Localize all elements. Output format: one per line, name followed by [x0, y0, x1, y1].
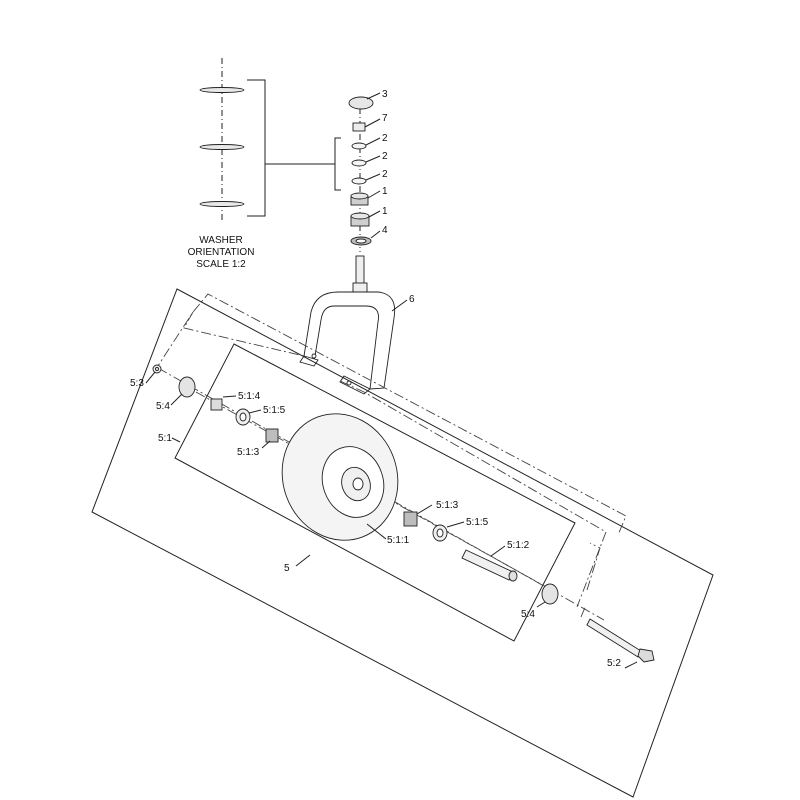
callout-5-1-5-right: 5:1:5	[466, 517, 489, 528]
seal-right-hole	[436, 528, 444, 538]
callout-5-2: 5:2	[607, 658, 621, 669]
callout-6: 6	[409, 294, 415, 305]
callout-5-1-5-left: 5:1:5	[263, 405, 286, 416]
washer-orientation-detail: WASHER ORIENTATION SCALE 1:2	[188, 58, 341, 270]
roller-bearing-part-left	[265, 428, 279, 443]
washer-bracket	[247, 79, 266, 217]
axle-bolt-head	[637, 648, 655, 663]
lock-nut-hole	[155, 367, 159, 371]
roller-bearing-part-right	[403, 511, 418, 527]
washer-disc-bottom	[199, 201, 245, 207]
callout-4: 4	[382, 225, 388, 236]
callout-3: 3	[382, 89, 388, 100]
washer-note-line1: WASHER	[199, 235, 243, 246]
bearing-lower-top	[350, 212, 370, 220]
wheel-subassembly-boundary	[174, 343, 576, 642]
callout-2a: 2	[382, 133, 388, 144]
callout-5-1-1: 5:1:1	[387, 535, 410, 546]
right-side-parts	[403, 511, 655, 663]
callout-5-1-3-left: 5:1:3	[237, 447, 260, 458]
nut-part	[352, 122, 366, 132]
washer-disc-top	[199, 87, 245, 93]
washer-part-2	[351, 159, 367, 167]
callout-2b: 2	[382, 151, 388, 162]
wheel-assembly-boundary	[91, 288, 714, 798]
leader-lines	[145, 92, 638, 669]
seal-left-hole	[239, 412, 247, 422]
fork-stem	[355, 255, 365, 287]
washer-disc-middle	[199, 144, 245, 150]
callout-1a: 1	[382, 186, 388, 197]
bushing-part	[210, 398, 223, 411]
callout-5: 5	[284, 563, 290, 574]
wheel-tire	[281, 413, 399, 541]
washer-note-line3: SCALE 1:2	[196, 259, 246, 270]
washer-leader-bracket	[265, 137, 341, 191]
callout-5-3: 5:3	[130, 378, 144, 389]
fork-body	[303, 291, 396, 390]
caster-fork	[299, 255, 396, 395]
fork-axle-hole-left	[311, 353, 317, 359]
callout-7: 7	[382, 113, 388, 124]
spacer-tube-part	[461, 549, 514, 581]
callout-labels: 3 7 2 2 2 1 1 4 6 5 5:3 5:4 5:1 5:1:4 5:…	[130, 89, 621, 669]
callout-2c: 2	[382, 169, 388, 180]
hub-bore	[352, 477, 364, 491]
washer-note-line2: ORIENTATION	[188, 247, 255, 258]
washer-part-1	[351, 142, 367, 150]
washer-part-3	[351, 177, 367, 185]
callout-5-4-right: 5:4	[521, 609, 535, 620]
callout-5-1-3-right: 5:1:3	[436, 500, 459, 511]
spacer-tube-end	[508, 570, 518, 582]
fork-leg-left	[299, 355, 319, 367]
callout-5-4-left: 5:4	[156, 401, 170, 412]
callout-1b: 1	[382, 206, 388, 217]
bearing-upper-top	[350, 192, 369, 200]
spacer-part-left	[178, 376, 196, 398]
callout-5-1-4: 5:1:4	[238, 391, 261, 402]
dust-cap-part	[348, 96, 374, 110]
left-side-parts	[152, 364, 279, 443]
axle-bolt-part	[586, 618, 642, 658]
callout-5-1: 5:1	[158, 433, 172, 444]
spacer-part-right	[541, 583, 559, 605]
caster-stack	[348, 96, 374, 252]
callout-5-1-2: 5:1:2	[507, 540, 530, 551]
seal-hole	[355, 238, 367, 244]
